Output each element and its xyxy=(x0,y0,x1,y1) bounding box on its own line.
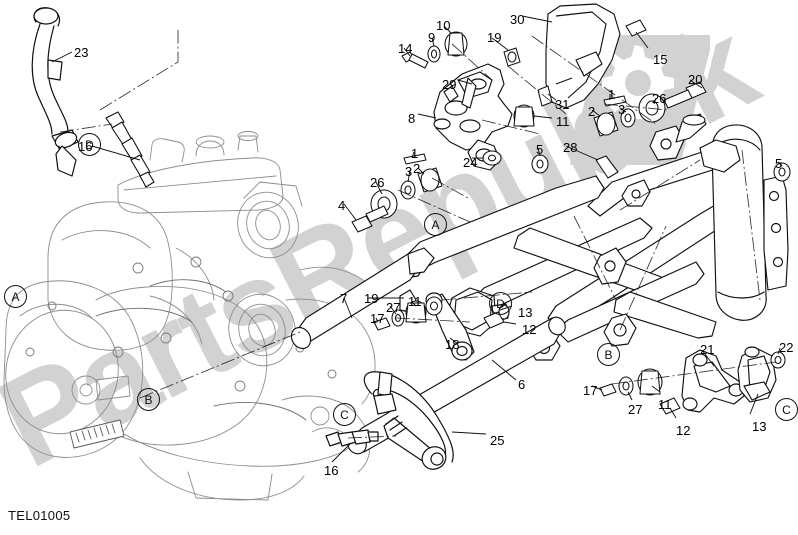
reference-marker-a[interactable]: A xyxy=(424,213,447,236)
part-callout-5[interactable]: 5 xyxy=(536,142,544,157)
part-callout-31[interactable]: 31 xyxy=(555,97,570,112)
part-callout-18[interactable]: 18 xyxy=(445,337,460,352)
frame-trellis xyxy=(403,113,789,361)
reference-marker-d[interactable]: D xyxy=(78,133,101,156)
part-callout-11[interactable]: 11 xyxy=(556,114,570,129)
engine-badge xyxy=(69,419,125,449)
part-callout-2[interactable]: 2 xyxy=(413,161,421,176)
part-callout-7[interactable]: 7 xyxy=(340,291,348,306)
heat-shield-30 xyxy=(545,3,621,109)
part-callout-26[interactable]: 26 xyxy=(652,91,667,106)
reference-marker-c[interactable]: C xyxy=(775,398,798,421)
part-callout-2[interactable]: 2 xyxy=(588,104,596,119)
part-callout-27[interactable]: 27 xyxy=(628,402,643,417)
part-callout-13[interactable]: 13 xyxy=(752,419,767,434)
assembly-axis-lines xyxy=(59,30,777,439)
reference-marker-b[interactable]: B xyxy=(137,388,160,411)
part-callout-16[interactable]: 16 xyxy=(324,463,339,478)
part-callout-12[interactable]: 12 xyxy=(676,423,691,438)
part-callout-19[interactable]: 19 xyxy=(487,30,502,45)
hv-cable-25 xyxy=(325,371,454,470)
reference-marker-c[interactable]: C xyxy=(333,403,356,426)
diagram-code: TEL01005 xyxy=(8,508,71,523)
part-callout-22[interactable]: 22 xyxy=(779,340,794,355)
part-callout-3[interactable]: 3 xyxy=(618,102,626,117)
part-callout-29[interactable]: 29 xyxy=(442,77,457,92)
part-callout-20[interactable]: 20 xyxy=(688,72,703,87)
part-callout-6[interactable]: 6 xyxy=(518,377,526,392)
part-callout-5[interactable]: 5 xyxy=(775,156,783,171)
part-callout-4[interactable]: 4 xyxy=(338,198,346,213)
upper-mount-bracket xyxy=(433,63,513,171)
part-callout-28[interactable]: 28 xyxy=(563,140,578,155)
part-callout-30[interactable]: 30 xyxy=(510,12,525,27)
part-callout-17[interactable]: 17 xyxy=(370,311,385,326)
engine-assembly xyxy=(3,131,377,501)
part-callout-3[interactable]: 3 xyxy=(405,164,413,179)
part-callout-11[interactable]: 11 xyxy=(658,397,672,412)
part-callout-19[interactable]: 19 xyxy=(364,291,379,306)
right-bracket-assembly xyxy=(681,346,777,413)
part-callout-1[interactable]: 1 xyxy=(608,87,616,102)
part-callout-21[interactable]: 21 xyxy=(700,342,715,357)
part-callout-23[interactable]: 23 xyxy=(74,45,89,60)
part-callout-12[interactable]: 12 xyxy=(522,322,537,337)
reference-marker-a[interactable]: A xyxy=(4,285,27,308)
part-callout-1[interactable]: 1 xyxy=(411,146,419,161)
part-callout-14[interactable]: 14 xyxy=(398,41,413,56)
part-callout-9[interactable]: 9 xyxy=(428,30,436,45)
part-callout-13[interactable]: 13 xyxy=(518,305,533,320)
part-callout-11[interactable]: 11 xyxy=(408,294,422,309)
spark-plug-16-top xyxy=(105,111,155,188)
part-callout-26[interactable]: 26 xyxy=(370,175,385,190)
part-callout-10[interactable]: 10 xyxy=(436,18,451,33)
hv-cable-23 xyxy=(31,7,79,177)
reference-marker-d[interactable]: D xyxy=(489,292,512,315)
part-callout-15[interactable]: 15 xyxy=(653,52,668,67)
part-callout-8[interactable]: 8 xyxy=(408,111,416,126)
reference-marker-b[interactable]: B xyxy=(597,343,620,366)
part-callout-25[interactable]: 25 xyxy=(490,433,505,448)
part-callout-27[interactable]: 27 xyxy=(386,300,401,315)
part-callout-24[interactable]: 24 xyxy=(463,155,478,170)
part-callout-17[interactable]: 17 xyxy=(583,383,598,398)
